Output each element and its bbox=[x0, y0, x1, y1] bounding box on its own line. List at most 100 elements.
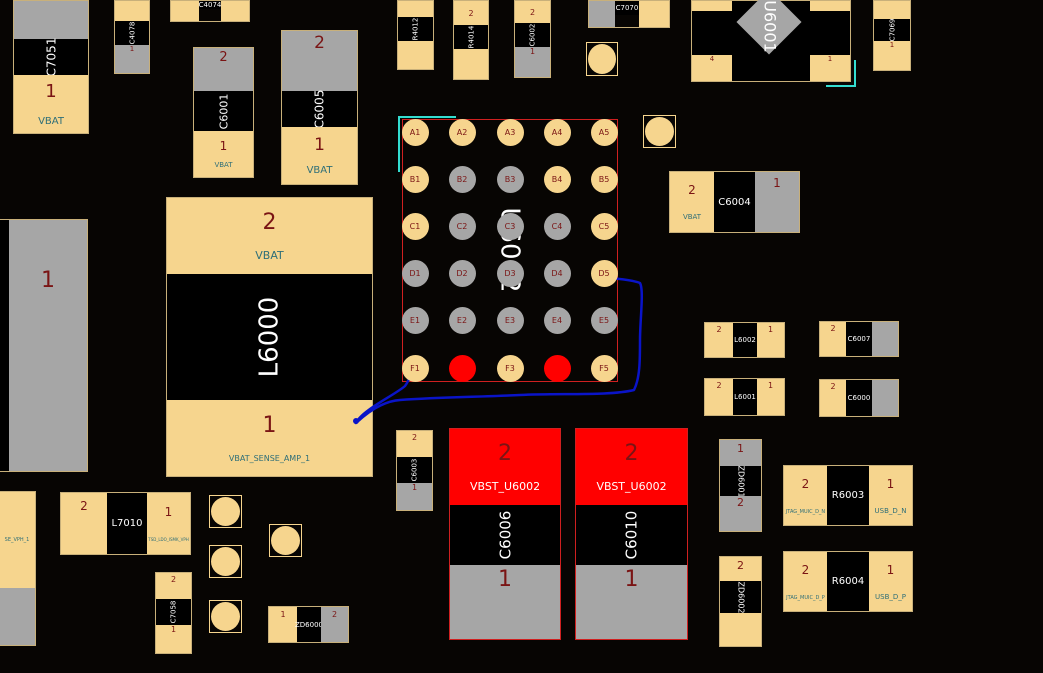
ball-f4[interactable] bbox=[543, 354, 571, 382]
ball-e1[interactable]: E1 bbox=[401, 306, 429, 334]
component-l6001[interactable]: 2 L6001 1 bbox=[704, 378, 785, 416]
c6003-pin1: 1 bbox=[411, 483, 418, 492]
ball-b3[interactable]: B3 bbox=[496, 165, 524, 193]
r6003-pin2: 2 bbox=[801, 476, 810, 491]
component-left-small[interactable]: SE_VPH_1 bbox=[0, 491, 36, 646]
ball-b4[interactable]: B4 bbox=[543, 165, 571, 193]
component-r6003[interactable]: 2 JTAG_MUIC_D_N R6003 1 USB_D_N bbox=[783, 465, 913, 526]
c6007-ref: C6007 bbox=[847, 335, 871, 343]
ball-d4[interactable]: D4 bbox=[543, 259, 571, 287]
ball-e4[interactable]: E4 bbox=[543, 306, 571, 334]
component-zd6000[interactable]: 1 ZD6000 2 bbox=[268, 606, 349, 643]
component-c7058[interactable]: 2 C7058 1 bbox=[155, 572, 192, 654]
ball-e3[interactable]: E3 bbox=[496, 306, 524, 334]
component-c7070[interactable]: C7070 bbox=[588, 0, 670, 28]
test-point[interactable] bbox=[269, 524, 302, 557]
u6001-pin4: 4 bbox=[709, 55, 715, 63]
c6005-pin1: 1 bbox=[314, 135, 325, 155]
ball-d2[interactable]: D2 bbox=[448, 259, 476, 287]
l6002-pin2: 2 bbox=[716, 325, 722, 334]
component-r4014[interactable]: 2 R4014 bbox=[453, 0, 489, 80]
ball-a4[interactable]: A4 bbox=[543, 118, 571, 146]
component-l6002[interactable]: 2 L6002 1 bbox=[704, 322, 785, 358]
component-c6001[interactable]: 2 C6001 1 VBAT bbox=[193, 47, 254, 178]
ball-d3[interactable]: D3 bbox=[496, 259, 524, 287]
c7051-pin1: 1 bbox=[45, 81, 57, 102]
c6002-pin2: 2 bbox=[529, 7, 536, 17]
component-c4074[interactable]: C4074 bbox=[170, 0, 250, 22]
component-u6001[interactable]: 4 1 U6001 bbox=[691, 0, 851, 82]
component-c6005[interactable]: 2 C6005 1 VBAT bbox=[281, 30, 358, 185]
component-r4012[interactable]: R4012 bbox=[397, 0, 434, 70]
component-c6002[interactable]: 2 C6002 1 bbox=[514, 0, 551, 78]
zd6000-pin2: 2 bbox=[331, 610, 338, 619]
test-point[interactable] bbox=[209, 495, 242, 528]
ball-a3[interactable]: A3 bbox=[496, 118, 524, 146]
c6001-pin1: 1 bbox=[219, 139, 228, 153]
zd6000-ref: ZD6000 bbox=[295, 620, 323, 629]
component-left-large[interactable]: 1 bbox=[0, 219, 88, 472]
component-l7010[interactable]: 2 L7010 1 TSD_LDO_ISMK_VPH bbox=[60, 492, 191, 555]
component-c6000[interactable]: 2 C6000 bbox=[819, 379, 899, 417]
ball-c5[interactable]: C5 bbox=[590, 212, 618, 240]
c6002-pin1: 1 bbox=[529, 47, 536, 56]
component-zd6001[interactable]: 1 ZD6001 2 bbox=[719, 439, 762, 532]
r6003-ref: R6003 bbox=[831, 490, 865, 501]
component-c7051[interactable]: C7051 1 VBAT bbox=[13, 0, 89, 134]
r6004-net-right: USB_D_P bbox=[875, 592, 906, 601]
l6001-pin2: 2 bbox=[716, 381, 722, 390]
component-c4078[interactable]: C4078 1 bbox=[114, 0, 150, 74]
ball-b5[interactable]: B5 bbox=[590, 165, 618, 193]
ball-f2[interactable] bbox=[448, 354, 476, 382]
test-point[interactable] bbox=[643, 115, 676, 148]
ball-f3[interactable]: F3 bbox=[496, 354, 524, 382]
ball-b2[interactable]: B2 bbox=[448, 165, 476, 193]
ball-d1[interactable]: D1 bbox=[401, 259, 429, 287]
ball-c4[interactable]: C4 bbox=[543, 212, 571, 240]
c6006-net: VBST_U6002 bbox=[469, 480, 541, 493]
c6010-pin2: 2 bbox=[624, 441, 639, 466]
component-c6007[interactable]: 2 C6007 bbox=[819, 321, 899, 357]
ball-a5[interactable]: A5 bbox=[590, 118, 618, 146]
l7010-pin2: 2 bbox=[80, 499, 88, 513]
test-point[interactable] bbox=[209, 600, 242, 633]
test-point[interactable] bbox=[209, 545, 242, 578]
component-c6010[interactable]: 2 VBST_U6002 C6010 1 bbox=[575, 428, 688, 640]
component-r6004[interactable]: 2 JTAG_MUIC_D_P R6004 1 USB_D_P bbox=[783, 551, 913, 612]
ball-a1[interactable]: A1 bbox=[401, 118, 429, 146]
c7058-pin1: 1 bbox=[170, 625, 177, 634]
l6002-pin1: 1 bbox=[767, 325, 774, 334]
component-c7069[interactable]: C7069 1 bbox=[873, 0, 911, 71]
test-point[interactable] bbox=[586, 42, 618, 76]
u6002-pin1-corner bbox=[398, 116, 456, 172]
component-c6003[interactable]: 2 C6003 1 bbox=[396, 430, 433, 511]
c6010-net: VBST_U6002 bbox=[596, 480, 667, 493]
ball-e5[interactable]: E5 bbox=[590, 306, 618, 334]
l7010-pin1: 1 bbox=[164, 505, 173, 519]
c6005-pin2: 2 bbox=[314, 33, 325, 53]
zd6001-pin1: 1 bbox=[737, 442, 744, 455]
component-c6004[interactable]: 2 VBAT C6004 1 bbox=[669, 171, 800, 233]
ball-f5[interactable]: F5 bbox=[590, 354, 618, 382]
component-l6000[interactable]: 2 VBAT L6000 1 VBAT_SENSE_AMP_1 bbox=[166, 197, 373, 477]
c4074-ref: C4074 bbox=[198, 1, 222, 9]
ball-c1[interactable]: C1 bbox=[401, 212, 429, 240]
c6010-pin1: 1 bbox=[624, 567, 639, 592]
c6000-ref: C6000 bbox=[847, 394, 871, 402]
r4014-pin2: 2 bbox=[468, 8, 474, 18]
c7069-pin1: 1 bbox=[889, 41, 895, 49]
c7070-ref: C7070 bbox=[615, 4, 639, 12]
u6001-pin1: 1 bbox=[827, 55, 833, 63]
component-zd6002[interactable]: 2 ZD6002 bbox=[719, 556, 762, 647]
c6004-net: VBAT bbox=[682, 213, 702, 221]
ball-a2[interactable]: A2 bbox=[448, 118, 476, 146]
ball-c3[interactable]: C3 bbox=[496, 212, 524, 240]
ball-c2[interactable]: C2 bbox=[448, 212, 476, 240]
ball-d5[interactable]: D5 bbox=[590, 259, 618, 287]
ball-f1[interactable]: F1 bbox=[401, 354, 429, 382]
ball-e2[interactable]: E2 bbox=[448, 306, 476, 334]
ball-b1[interactable]: B1 bbox=[401, 165, 429, 193]
component-c6006[interactable]: 2 VBST_U6002 C6006 1 bbox=[449, 428, 561, 640]
